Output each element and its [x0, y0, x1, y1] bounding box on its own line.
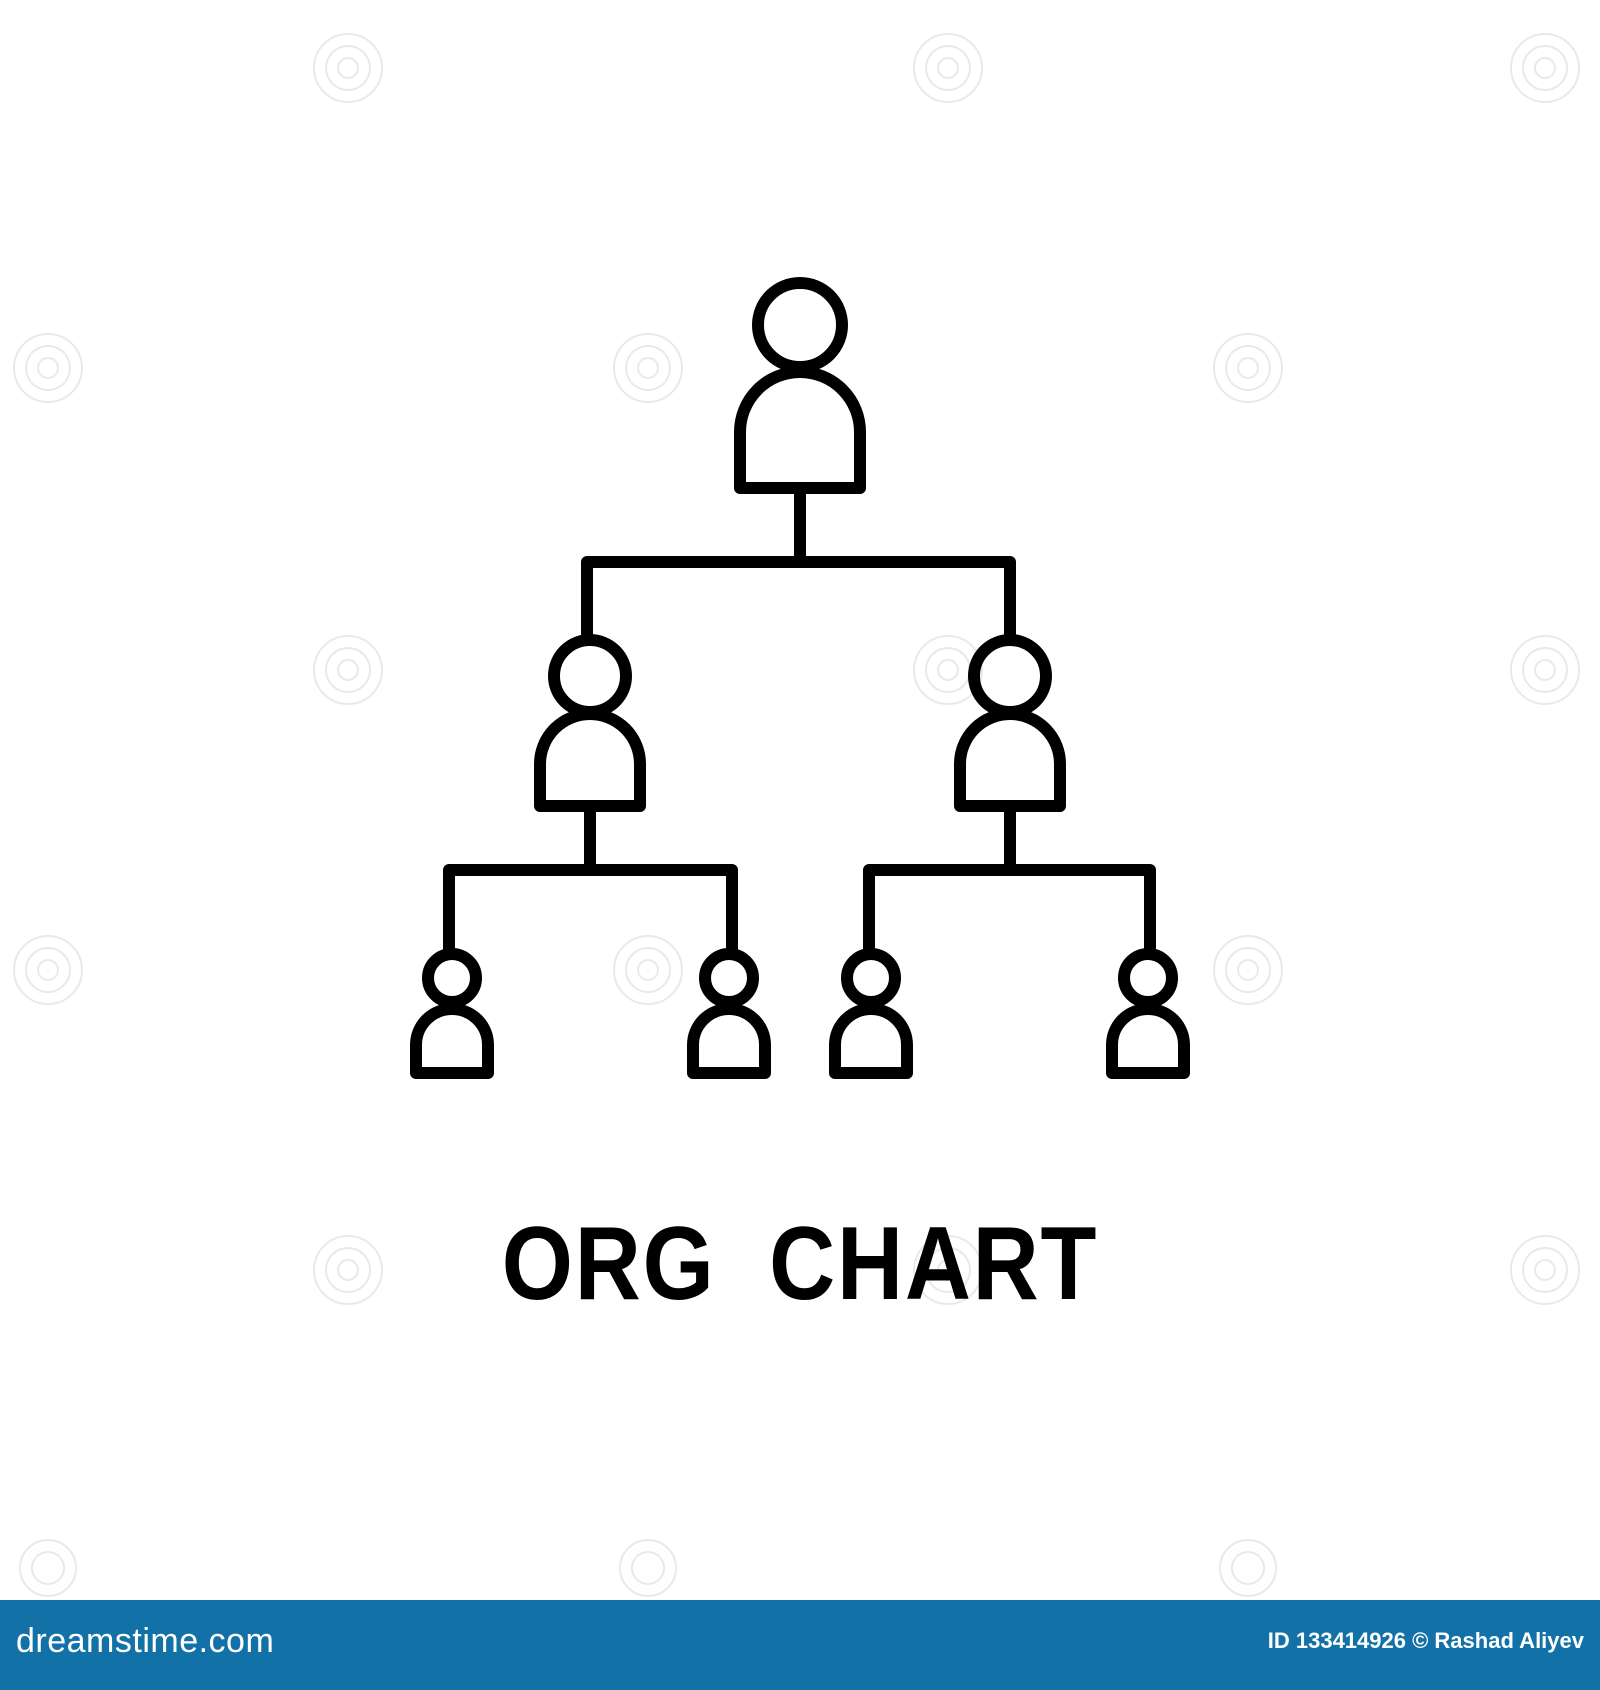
watermark [13, 33, 1580, 1597]
person-bottom-2 [687, 948, 771, 1079]
person-body [687, 1003, 771, 1079]
footer-bar: dreamstime.com ID 133414926 © Rashad Ali… [0, 1600, 1600, 1690]
person-body [1106, 1003, 1190, 1079]
person-mid-right [954, 634, 1066, 812]
person-icon [1118, 948, 1178, 1008]
person-bottom-4 [1106, 948, 1190, 1079]
person-icon [548, 634, 632, 718]
person-icon [699, 948, 759, 1008]
connector-top [581, 494, 1016, 637]
person-body [829, 1003, 913, 1079]
person-body [410, 1003, 494, 1079]
person-body [534, 708, 646, 812]
org-chart-diagram [13, 33, 1580, 1597]
person-body [734, 366, 866, 494]
person-bottom-1 [410, 948, 494, 1079]
site-name[interactable]: dreamstime.com [16, 1622, 275, 1660]
image-credit: ID 133414926 © Rashad Aliyev [1267, 1628, 1584, 1653]
person-body [954, 708, 1066, 812]
person-icon [422, 948, 482, 1008]
person-bottom-3 [829, 948, 913, 1079]
person-top [734, 277, 866, 494]
connector-right [863, 812, 1156, 955]
person-icon [752, 277, 848, 373]
person-icon [968, 634, 1052, 718]
connectors [443, 494, 1156, 955]
person-mid-left [534, 634, 646, 812]
person-icon [841, 948, 901, 1008]
diagram-title: ORG CHART [501, 1206, 1099, 1322]
connector-left [443, 812, 738, 955]
